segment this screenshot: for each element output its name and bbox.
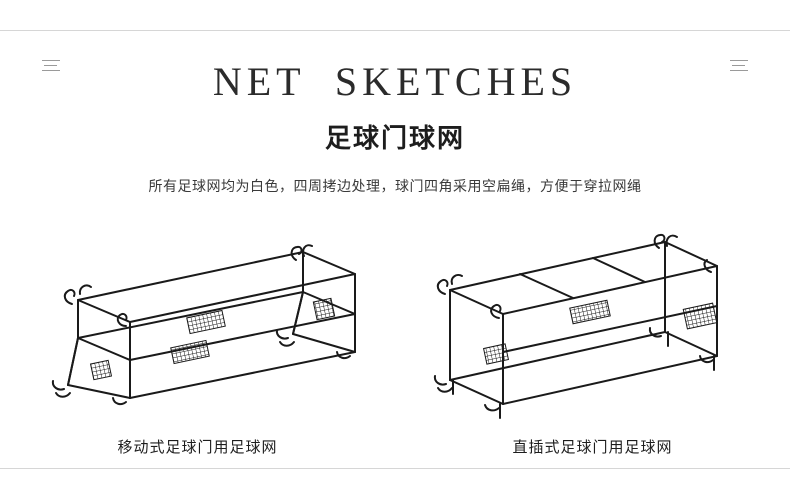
divider-bottom bbox=[0, 468, 790, 469]
mesh-patch bbox=[89, 297, 336, 381]
movable-goal-net-drawing bbox=[51, 244, 356, 406]
page-title-chinese: 足球门球网 bbox=[324, 123, 465, 153]
figure-movable-goal-net bbox=[0, 222, 395, 422]
inserted-goal-net-drawing bbox=[433, 233, 718, 419]
decor-dashes-left bbox=[42, 60, 60, 75]
divider-top bbox=[0, 30, 790, 31]
page-subtitle: 所有足球网均为白色，四周拷边处理，球门四角采用空扁绳，方便于穿拉网绳 bbox=[148, 178, 642, 194]
figure-caption-inserted: 直插式足球门用足球网 bbox=[512, 439, 673, 456]
page-title-english: NET SKETCHES bbox=[212, 59, 578, 104]
mesh-patch bbox=[482, 299, 718, 365]
figure-caption-movable: 移动式足球门用足球网 bbox=[117, 439, 278, 456]
figure-inserted-goal-net bbox=[395, 222, 790, 422]
decor-dashes-right bbox=[730, 60, 748, 75]
